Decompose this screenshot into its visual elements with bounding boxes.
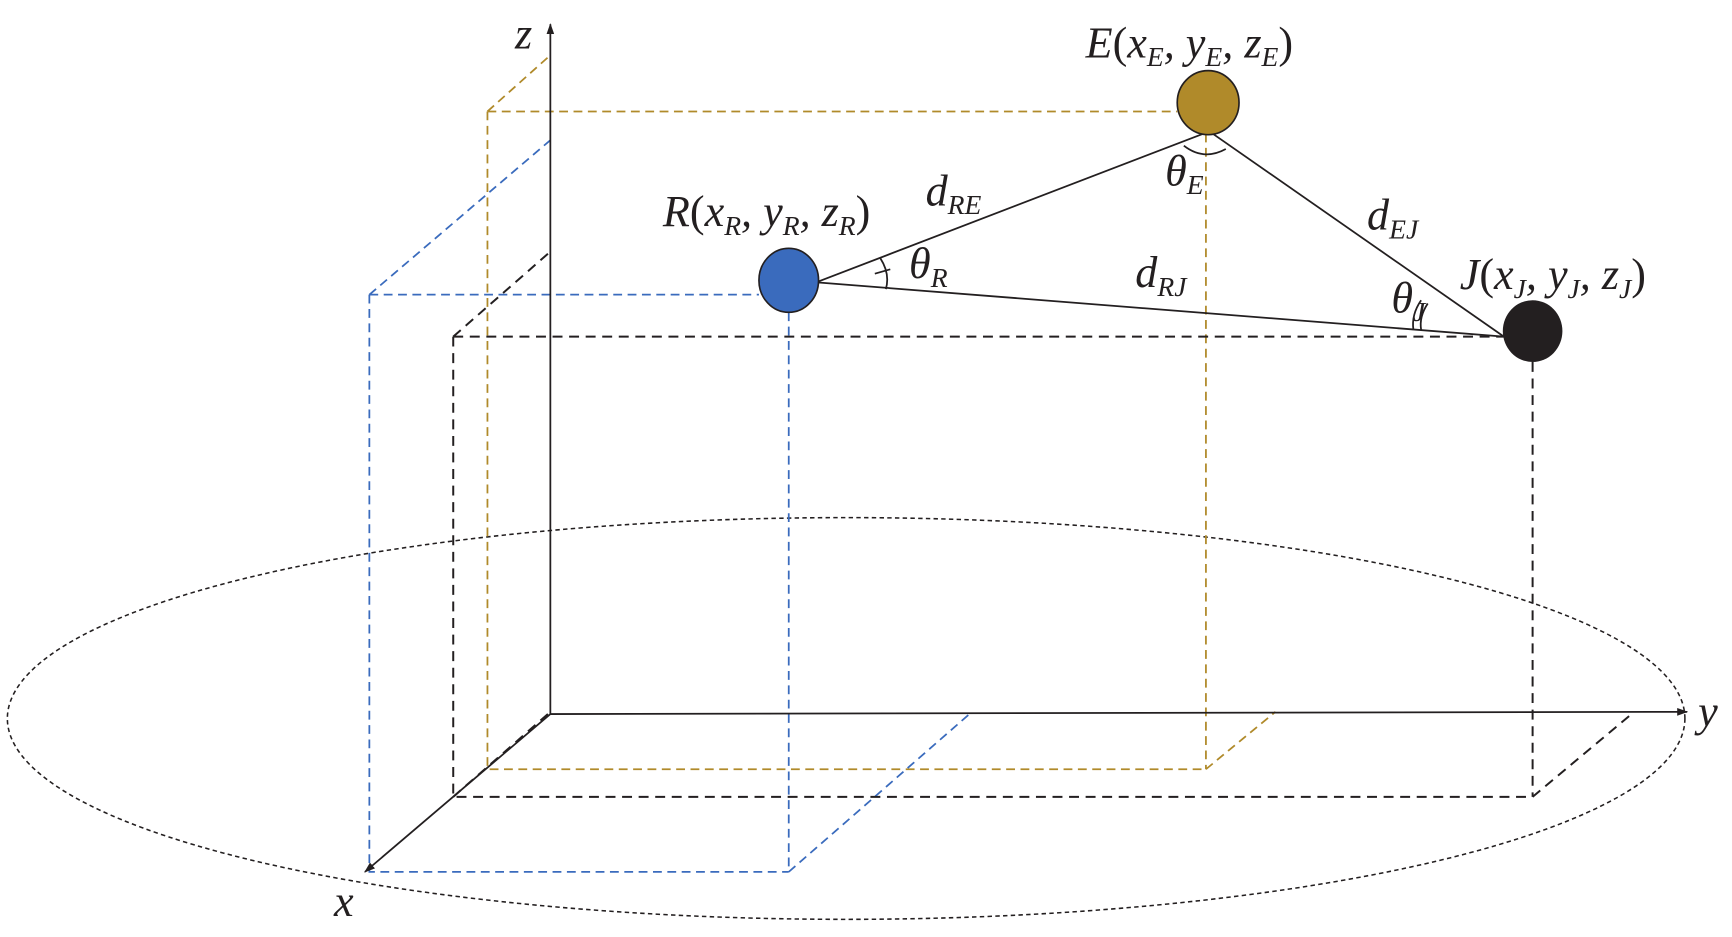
receiver-label: R(xR, yR, zR)	[662, 187, 870, 241]
eavesdropper-projection	[486, 54, 1277, 771]
distance-ej-label: dEJ	[1367, 191, 1420, 245]
angle-j-arc	[1412, 299, 1422, 331]
angle-r-label: θR	[909, 239, 948, 293]
angle-j-label: θJ	[1391, 273, 1427, 327]
link-re	[818, 132, 1205, 283]
eavesdropper-node	[1176, 69, 1240, 136]
distance-rj-label: dRJ	[1135, 248, 1188, 302]
y-axis-label: y	[1694, 687, 1718, 736]
angle-r-tick	[874, 268, 891, 275]
jammer-label: J(xJ, yJ, zJ)	[1460, 250, 1646, 304]
coverage-ellipse	[6, 516, 1686, 921]
z-axis-label: z	[514, 10, 532, 59]
eavesdropper-label: E(xE, yE, zE)	[1085, 18, 1293, 72]
receiver-node	[758, 247, 820, 314]
angle-e-label: θE	[1165, 146, 1204, 200]
angle-j-arc-inner	[1419, 303, 1429, 331]
link-ej	[1212, 132, 1505, 338]
angle-e-arc	[1183, 144, 1227, 156]
jammer-node	[1502, 300, 1563, 362]
link-rj	[818, 281, 1504, 338]
y-axis	[550, 708, 1689, 716]
angle-r-arc	[879, 257, 889, 290]
receiver-projection	[368, 139, 973, 873]
distance-re-label: dRE	[926, 166, 982, 220]
x-axis-label: x	[333, 877, 354, 926]
x-axis	[364, 713, 551, 873]
